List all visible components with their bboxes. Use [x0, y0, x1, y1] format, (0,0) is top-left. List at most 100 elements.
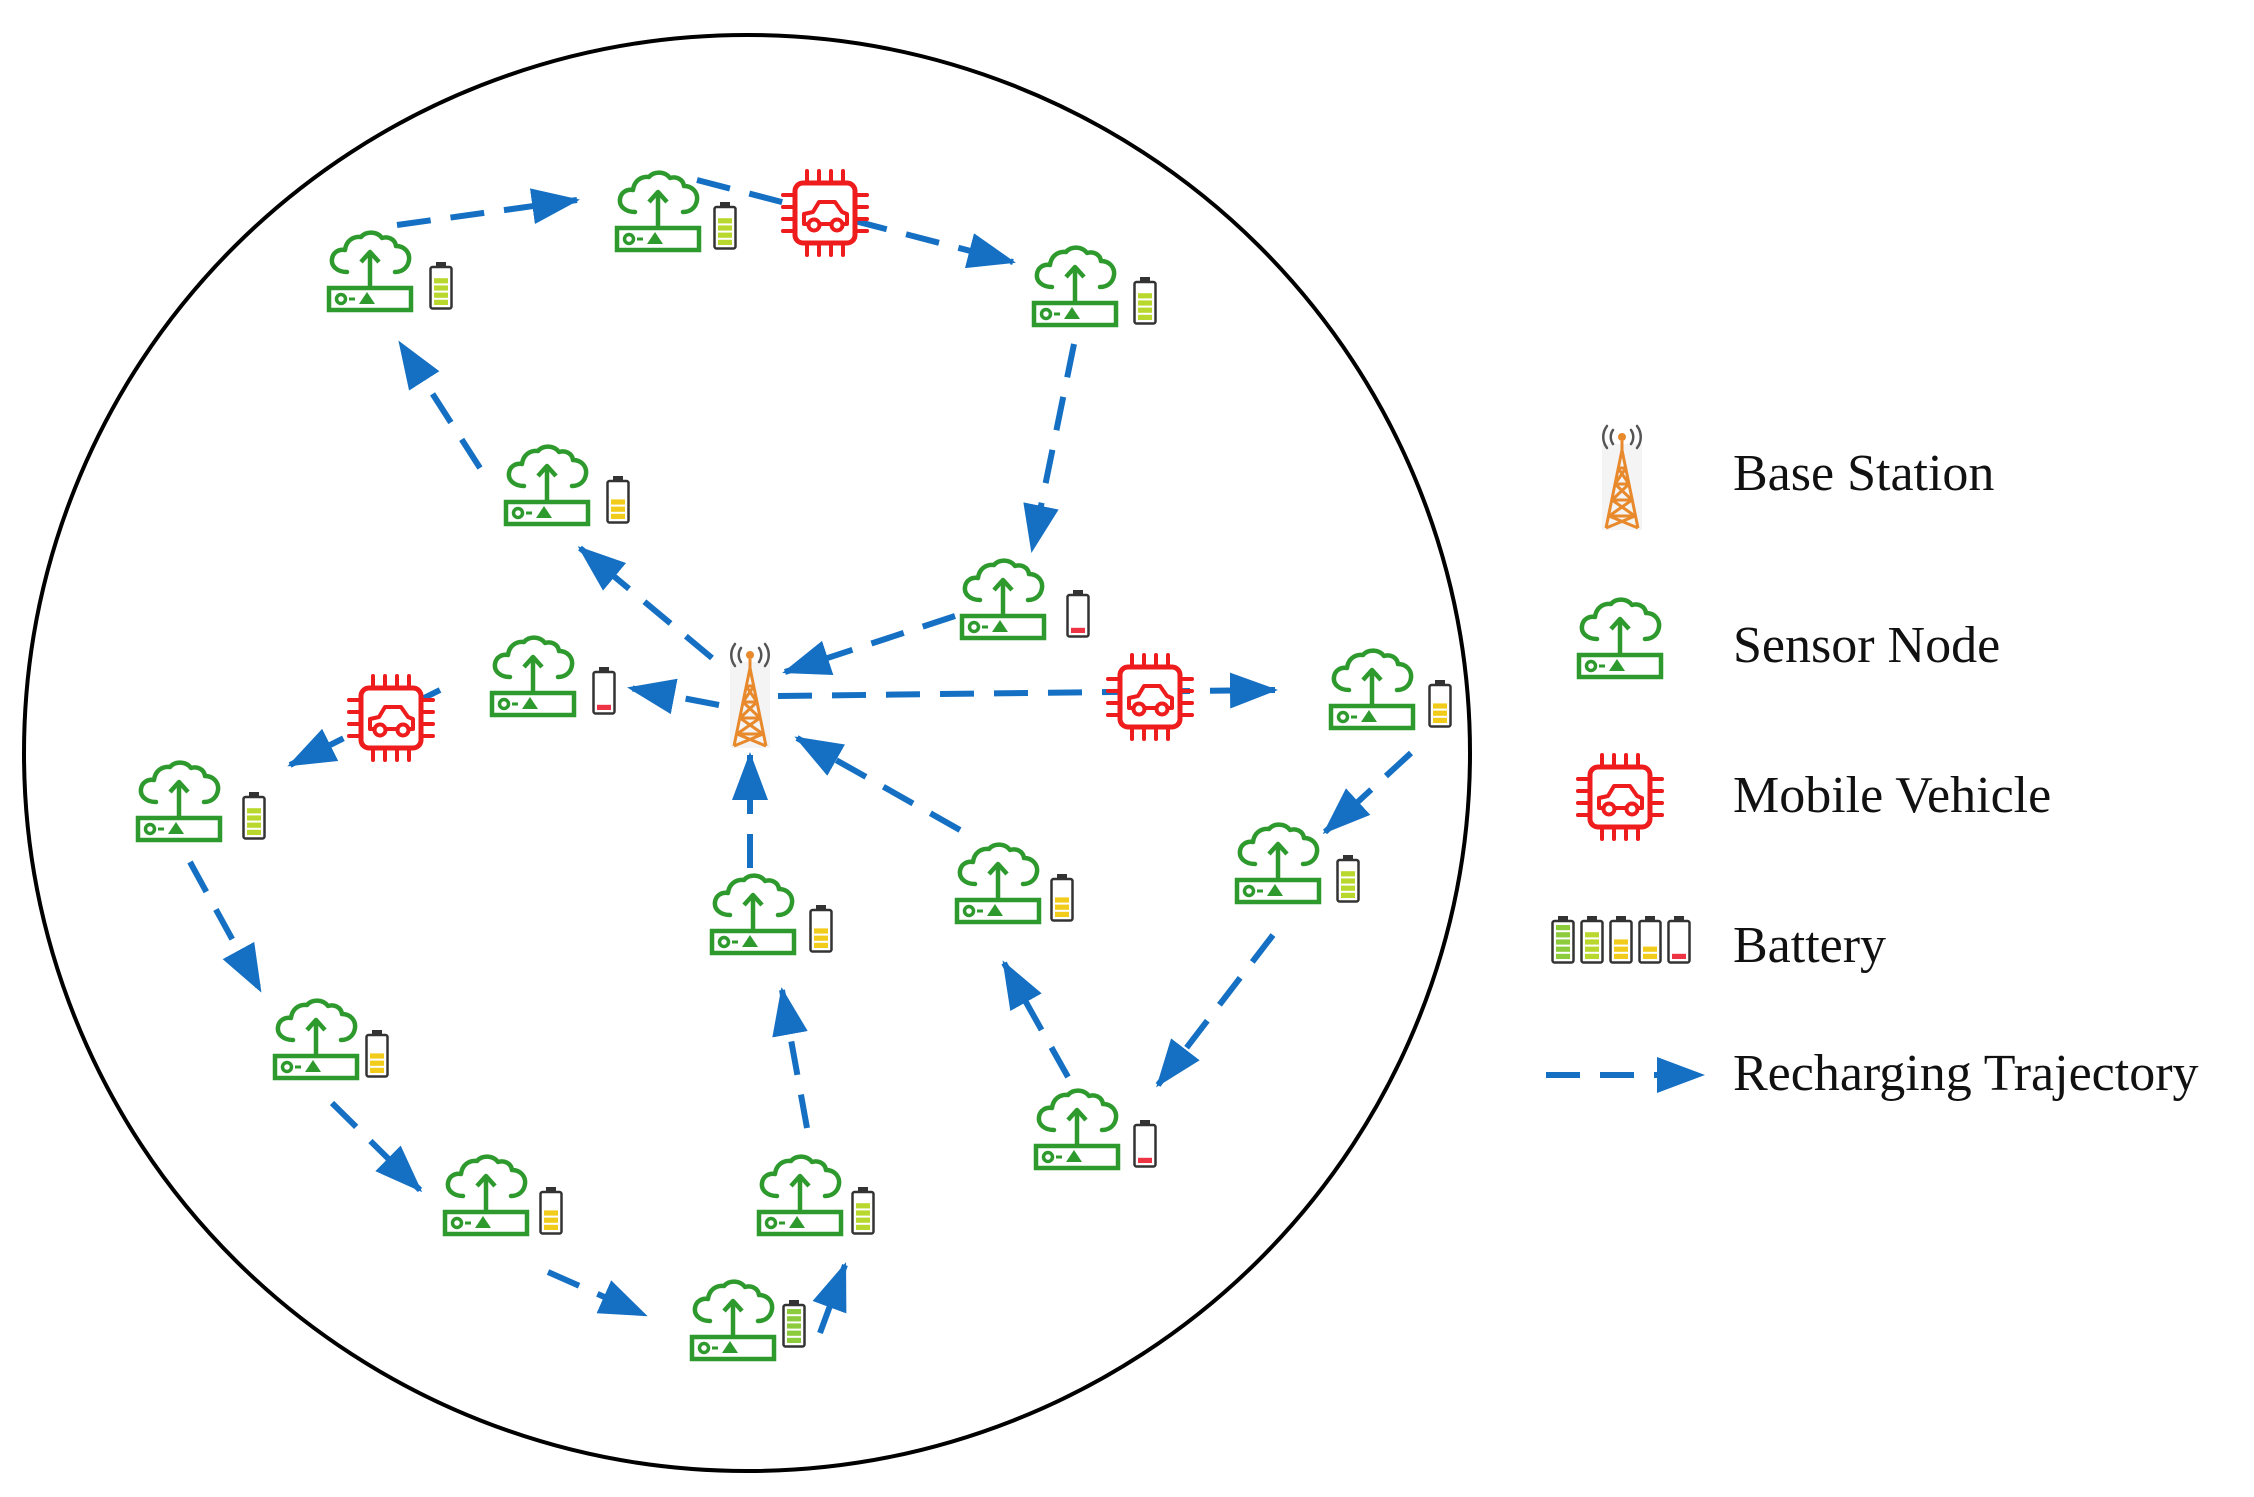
- trajectory-arrow: [396, 188, 580, 228]
- battery-icon: [1667, 916, 1691, 964]
- mobile-vehicle-icon: [783, 171, 867, 255]
- battery-cap: [789, 1300, 799, 1305]
- trajectory-arrow: [777, 672, 1278, 709]
- battery-cell: [1138, 307, 1152, 313]
- battery-body: [1667, 919, 1691, 964]
- battery-cell: [1556, 939, 1570, 945]
- battery-cell: [597, 704, 611, 710]
- battery-cell: [611, 513, 625, 519]
- battery-cell: [1071, 627, 1085, 633]
- trajectory-arrow: [627, 678, 720, 715]
- battery-cell: [1138, 293, 1152, 299]
- battery-cell: [718, 225, 732, 231]
- battery-cap: [1674, 916, 1684, 921]
- battery-body: [1638, 919, 1662, 964]
- battery-cell: [247, 815, 261, 821]
- sensor-node-icon: [962, 561, 1044, 638]
- trajectory-arrow: [546, 1269, 648, 1318]
- battery-cell: [1138, 314, 1152, 320]
- battery-cell: [247, 822, 261, 828]
- battery-icon: [539, 1187, 563, 1235]
- battery-cap: [1073, 590, 1083, 595]
- battery-cell: [814, 935, 828, 941]
- battery-cell: [611, 506, 625, 512]
- legend-trajectory-label: Recharging Trajectory: [1733, 1045, 2199, 1102]
- battery-cap: [249, 792, 259, 797]
- battery-cell: [1556, 953, 1570, 959]
- battery-cap: [1616, 916, 1626, 921]
- battery-cell: [370, 1067, 384, 1073]
- sensor-node-icon: [692, 1282, 774, 1359]
- sensor-node-icon: [1331, 651, 1413, 728]
- battery-cell: [434, 278, 448, 284]
- battery-cell: [856, 1224, 870, 1230]
- battery-icon: [1638, 916, 1662, 964]
- battery-body: [1066, 593, 1090, 638]
- legend-mobile-vehicle-label: Mobile Vehicle: [1733, 767, 2051, 824]
- battery-cap: [599, 667, 609, 672]
- battery-cell: [1055, 911, 1069, 917]
- battery-cell: [1614, 946, 1628, 952]
- battery-cell: [1585, 932, 1599, 938]
- battery-icon: [1133, 1120, 1157, 1168]
- battery-cell: [856, 1210, 870, 1216]
- trajectory-arrow: [1322, 750, 1414, 835]
- sensor-node-icon: [445, 1157, 527, 1234]
- battery-cap: [816, 905, 826, 910]
- trajectory-arrow: [577, 545, 714, 661]
- sensor-node-icon: [957, 845, 1039, 922]
- battery-cell: [1055, 897, 1069, 903]
- battery-cell: [856, 1203, 870, 1209]
- battery-icon: [809, 905, 833, 953]
- battery-cap: [1558, 916, 1568, 921]
- battery-cell: [1556, 925, 1570, 931]
- battery-cell: [1556, 946, 1570, 952]
- legend-base-station-icon: [1600, 424, 1644, 532]
- battery-cell: [370, 1060, 384, 1066]
- battery-cell: [1138, 300, 1152, 306]
- mobile-vehicle-icon: [1108, 655, 1192, 739]
- battery-icon: [592, 667, 616, 715]
- battery-cap: [1587, 916, 1597, 921]
- battery-cell: [718, 218, 732, 224]
- battery-cell: [247, 829, 261, 835]
- battery-icon: [242, 792, 266, 840]
- base-station-icon: [728, 642, 772, 750]
- battery-icon: [429, 262, 453, 310]
- battery-cell: [1433, 717, 1447, 723]
- trajectory-arrow: [329, 1100, 423, 1193]
- battery-icon: [1428, 680, 1452, 728]
- sensor-node-icon: [506, 447, 588, 524]
- battery-cell: [1614, 953, 1628, 959]
- battery-cell: [1341, 885, 1355, 891]
- battery-cell: [544, 1210, 558, 1216]
- sensor-node-icon: [138, 763, 220, 840]
- battery-icon: [365, 1030, 389, 1078]
- legend-sensor-node-label: Sensor Node: [1733, 617, 2000, 674]
- battery-cell: [718, 239, 732, 245]
- battery-cell: [434, 292, 448, 298]
- battery-cap: [613, 476, 623, 481]
- battery-cap: [858, 1187, 868, 1192]
- mobile-vehicle-icon: [349, 676, 433, 760]
- recharging-trajectories: [187, 177, 1414, 1335]
- battery-icon: [1133, 277, 1157, 325]
- sensor-node-icon: [617, 173, 699, 250]
- sensor-node-icon: [1036, 1091, 1118, 1168]
- battery-icon: [1580, 916, 1604, 964]
- trajectory-arrow: [782, 613, 956, 676]
- battery-icon: [1609, 916, 1633, 964]
- trajectory-arrow: [1001, 960, 1071, 1079]
- battery-icon: [1336, 855, 1360, 903]
- legend-mobile-vehicle-icon: [1578, 755, 1662, 839]
- trajectory-arrow: [794, 735, 962, 833]
- battery-cell: [434, 299, 448, 305]
- battery-icon: [606, 476, 630, 524]
- battery-cell: [544, 1217, 558, 1223]
- battery-cell: [718, 232, 732, 238]
- sensor-node-icon: [329, 233, 411, 310]
- battery-cap: [1343, 855, 1353, 860]
- battery-cell: [1643, 953, 1657, 959]
- sensor-nodes: [138, 173, 1413, 1359]
